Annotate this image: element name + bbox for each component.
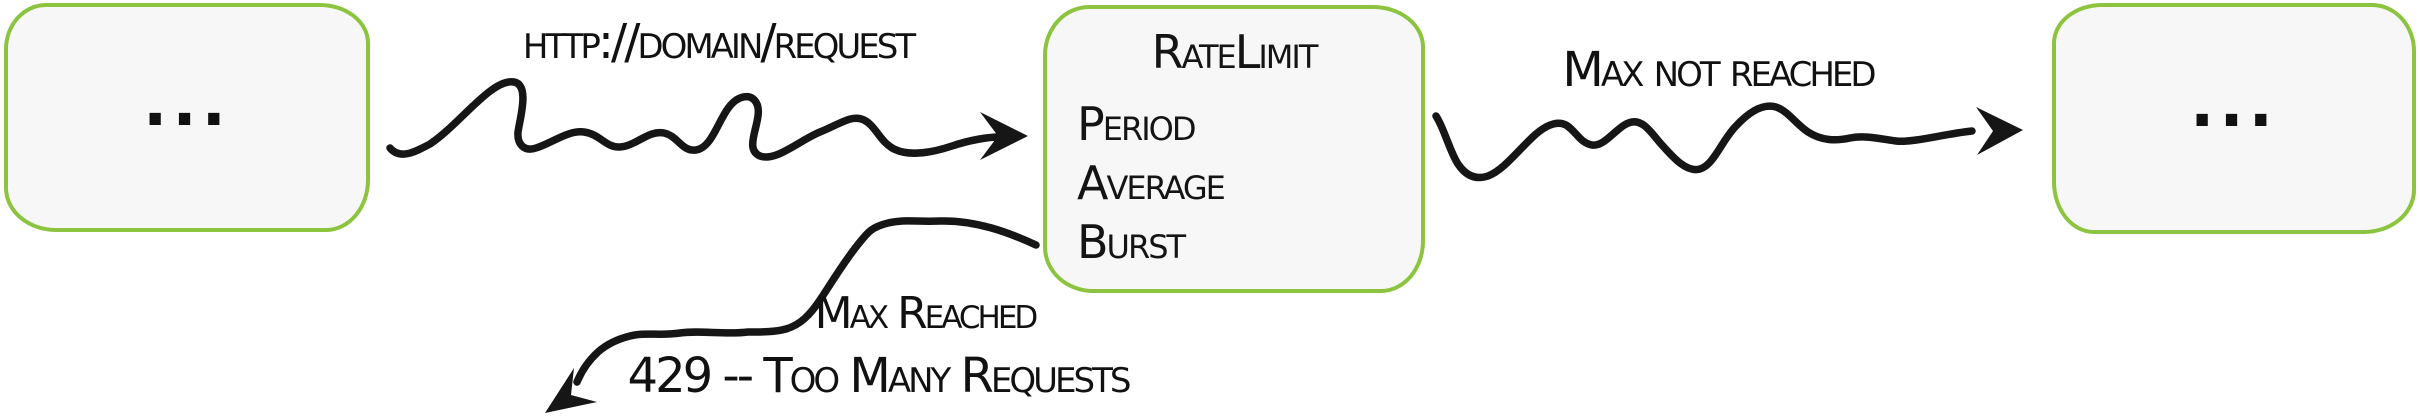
request-arrow xyxy=(386,78,1028,161)
max-reached-arrow xyxy=(545,217,1040,413)
ratelimit-item-average: Average xyxy=(1077,156,1226,210)
request-arrowhead-icon xyxy=(980,112,1028,160)
max-reached-edge-label: Max Reached xyxy=(814,288,1039,339)
ratelimit-node-items: Period Average Burst xyxy=(1077,95,1226,272)
ratelimit-node: RateLimit Period Average Burst xyxy=(1043,5,1425,293)
flow-node-left: ... xyxy=(4,3,370,232)
ratelimit-node-title: RateLimit xyxy=(1151,25,1319,79)
max-not-reached-arrow xyxy=(1432,102,2023,182)
max-not-reached-arrow-line xyxy=(1432,102,1976,182)
right-node-ellipsis-label: ... xyxy=(2190,67,2278,142)
max-reached-arrow-line xyxy=(573,217,1040,386)
ratelimit-item-burst: Burst xyxy=(1077,215,1186,269)
ratelimit-item-period: Period xyxy=(1077,97,1196,151)
max-not-reached-edge-label: Max not reached xyxy=(1562,42,1876,98)
too-many-requests-edge-label: 429 -- Too Many Requests xyxy=(627,348,1132,404)
request-edge-label: http://domain/request xyxy=(522,14,916,70)
left-node-ellipsis-label: ... xyxy=(143,66,231,141)
request-arrow-line xyxy=(386,78,1004,161)
max-not-reached-arrowhead-icon xyxy=(1976,107,2023,155)
flow-node-right: ... xyxy=(2052,3,2416,234)
max-reached-arrowhead-icon xyxy=(545,368,597,413)
